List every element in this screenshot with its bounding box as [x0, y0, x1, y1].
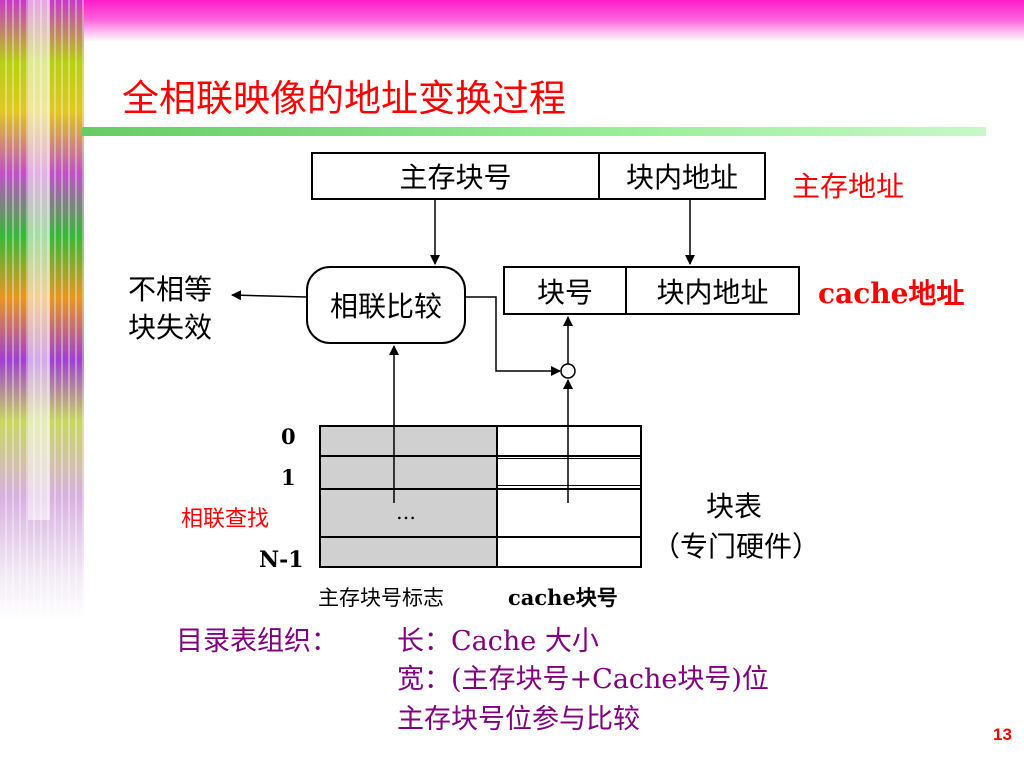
- notes-line-width: 宽：(主存块号+Cache块号)位: [397, 664, 769, 695]
- page-number: 13: [993, 725, 1012, 744]
- main-offset-field: 块内地址: [598, 152, 766, 200]
- block-table-tag-column: [319, 425, 498, 568]
- main-block-number-field: 主存块号: [311, 152, 600, 200]
- table-row-divider: [319, 455, 642, 457]
- cache-block-number-label: 块号: [536, 275, 593, 309]
- associative-compare-label: 相联比较: [329, 290, 442, 323]
- row-label-n-minus-1: N-1: [259, 547, 304, 573]
- cache-address-label: cache地址: [818, 277, 965, 310]
- table-row-divider: [319, 488, 642, 490]
- top-gradient-bar: [0, 0, 1024, 42]
- notes-heading: 目录表组织：: [176, 626, 338, 657]
- cache-offset-label: 块内地址: [656, 275, 769, 309]
- block-table-cache-column: [496, 425, 642, 568]
- cache-offset-field: 块内地址: [625, 266, 800, 315]
- slide-title: 全相联映像的地址变换过程: [122, 77, 566, 120]
- block-table-name: 块表: [706, 490, 763, 523]
- arrow-compare-to-miss: [231, 290, 307, 301]
- row-label-0: 0: [281, 424, 296, 449]
- table-cell-highlight: [496, 458, 642, 486]
- miss-label-line1: 不相等: [128, 273, 213, 306]
- table-row-divider: [319, 536, 642, 538]
- title-underline: [82, 127, 986, 136]
- col-main-tag-label: 主存块号标志: [318, 586, 444, 610]
- main-block-number-label: 主存块号: [399, 161, 512, 194]
- col-cache-block-label: cache块号: [508, 585, 618, 610]
- associative-search-label: 相联查找: [181, 507, 270, 532]
- notes-line-compare: 主存块号位参与比较: [397, 704, 640, 735]
- gate-circle: [560, 363, 576, 379]
- notes-line-length: 长：Cache 大小: [397, 626, 599, 657]
- table-ellipsis: …: [396, 500, 416, 524]
- main-offset-label: 块内地址: [625, 161, 738, 194]
- arrow-compare-to-gate: [466, 296, 561, 376]
- side-decoration-gap: [28, 0, 50, 520]
- block-table-hardware-note: （专门硬件）: [652, 530, 821, 563]
- row-label-1: 1: [281, 465, 296, 490]
- miss-label-line2: 块失效: [128, 311, 213, 344]
- main-address-label: 主存地址: [792, 170, 905, 203]
- associative-compare-box: 相联比较: [306, 266, 466, 344]
